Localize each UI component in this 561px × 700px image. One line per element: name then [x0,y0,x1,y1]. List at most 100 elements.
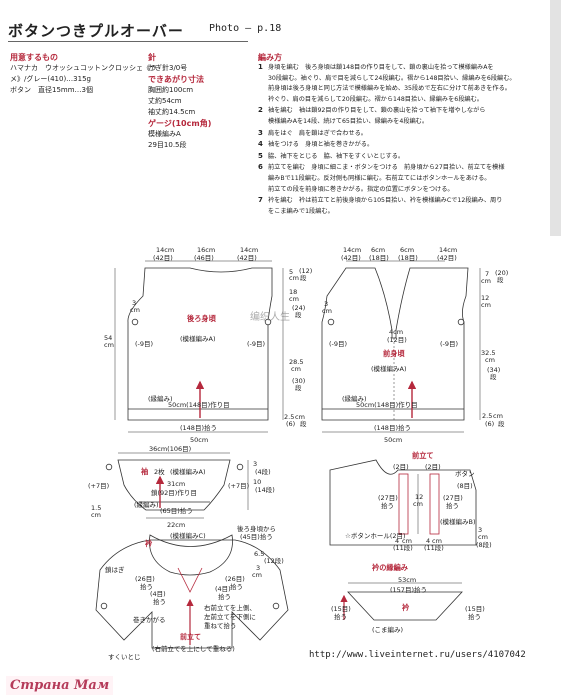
dim-label: cm [295,413,305,421]
method-heading: 編み方 [258,53,282,62]
dim-label: 53cm [398,576,416,584]
dim-label: 段 [490,372,497,381]
dim-label: 段 [497,275,504,284]
needle-line: かぎ針3/0号 [148,64,188,72]
placket-outline [329,459,477,546]
dim-label: 段 [295,383,302,392]
dim-label: (157目)拾う [390,585,427,594]
dim-label: (11段) [393,543,413,552]
dim-label: 段 [300,273,307,282]
dim-label: (6) [485,420,494,428]
dim-label: 6.5 [254,550,264,558]
marker-dot [327,318,335,326]
dim-label: (-9目) [440,340,458,348]
dim-label: (65目)拾う [160,506,193,515]
marker-dot [105,463,113,471]
placket-left-band [398,473,409,535]
pattern-label: (模様編みA) [180,334,216,343]
dim-label: (18目) [369,254,389,262]
dim-label: 拾う [468,612,481,621]
sleeve-diagram [105,452,249,519]
dim-label: 段 [498,419,505,428]
dim-label: 18 [289,288,297,296]
collar-edge-outline [347,591,463,621]
method-step-cont: 模様編みAを14段、続けて65目拾い、縁編みを4段編む。 [268,117,429,125]
front-body-labels: 14cm (42目) 6cm (18目) 6cm (18目) 14cm (42目… [322,246,508,444]
dim-label: 拾う [218,592,231,601]
collar-body-outline [95,539,289,649]
finished-heading: できあがり寸法 [148,75,204,84]
dim-label: (+7目) [228,482,249,490]
sleeve-count: 2枚 [154,467,165,476]
back-outline [127,267,273,421]
dim-label: (2目) [393,463,409,471]
dim-label: (こま編み) [372,625,403,634]
dim-label: (4目) [150,590,166,598]
dim-label: cm [322,307,332,315]
edge-label: (縁編み) [342,394,367,403]
front-placket-label: 前立て [180,632,201,641]
marker-dot [100,602,108,610]
dim-label: (15目) [331,605,351,613]
footer-url[interactable]: http://www.liveinternet.ru/users/4107042 [309,650,526,660]
collar-edge-title: 衿の縁編み [372,563,408,572]
dim-label: 3 [132,299,136,307]
dim-label: 拾う [140,582,153,591]
button-label: ボタン [455,469,475,478]
collar-piece [149,534,233,576]
dim-label: 後ろ身頃から [237,524,276,533]
page-title: ボタンつきプルオーバー [8,22,184,40]
dim-label: cm [289,295,299,303]
front-body-diagram [321,260,481,433]
dim-label: (4目) [215,585,231,593]
dim-label: 14cm [439,246,457,254]
dim-label: 拾う [153,597,166,606]
dim-label: 3 [324,300,328,308]
back-body-labels: 14cm (42目) 16cm (46目) 14cm (42目) 3 cm 54… [104,246,312,444]
placket-labels: 前立て (2目) (2目) (8目) (27目) 拾う (27目) 拾う 12 … [345,451,492,552]
dim-label: 6cm [371,246,385,254]
dim-label: 拾う [334,612,347,621]
dim-label: 22cm [167,521,185,529]
dim-label: 拾う [446,501,459,510]
back-label: 後ろ身頃 [187,314,217,323]
materials-line: ハマナカ ウオッシュコットンクロッシェ《ラ [10,64,157,72]
dim-label: 14cm [343,246,361,254]
dim-label: 段 [300,419,307,428]
collar-cut [177,567,203,593]
dim-label: (11段) [424,543,444,552]
collar-edge-diagram [340,582,463,621]
note-line: 右前立てを上側、 [204,603,256,612]
sleeve-outline [117,459,231,511]
dim-label: 50cm [384,436,402,444]
dim-label: (18目) [398,254,418,262]
dim-label: (4段) [255,467,271,476]
back-body-diagram [114,260,284,433]
dim-label: 31cm [167,480,185,488]
dim-label: (20) [495,269,508,277]
dim-label: 3 [478,526,482,534]
gauge-line: 模様編みA [148,130,181,138]
edge-label: (縁編み) [148,394,173,403]
front-placket-note: (右前立てを上にして重ねる) [152,644,235,653]
dim-label: (45目)拾う [240,532,273,541]
collar-diagram [95,534,289,649]
dim-label: cm [481,301,491,309]
dim-label: (42目) [341,254,361,262]
dim-label: cm [481,277,491,285]
dim-label: (12段) [264,556,284,565]
dim-label: 6cm [400,246,414,254]
edge-label: (縁編み) [134,500,159,509]
dim-label: 7 [485,270,489,278]
dim-label: (8段) [476,540,492,549]
chain-label: 50cm(148目)作り目 [356,400,418,409]
title-underline [8,41,248,42]
pattern-label: (模様編みA) [170,467,206,476]
